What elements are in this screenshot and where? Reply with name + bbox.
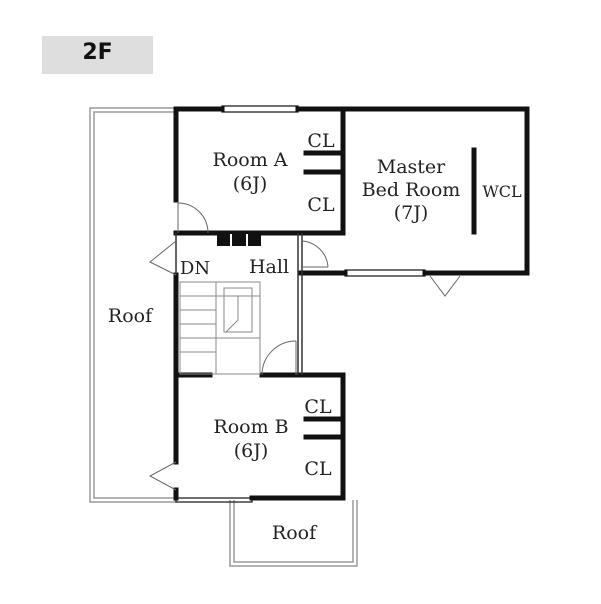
closet-a-top: CL <box>307 130 335 152</box>
walls <box>173 106 530 501</box>
room-b-size: (6J) <box>234 440 269 462</box>
hall-label: Hall <box>249 256 289 278</box>
master-name-line2: Bed Room <box>362 179 461 201</box>
hall-vent <box>217 234 261 246</box>
closet-a-bottom: CL <box>307 194 335 216</box>
wcl-label: WCL <box>482 182 522 201</box>
floor-label: 2F <box>82 40 113 65</box>
roof-left-outline <box>89 107 176 503</box>
closet-b-top: CL <box>304 396 332 418</box>
closet-b-bottom: CL <box>304 458 332 480</box>
room-b-name: Room B <box>213 416 288 438</box>
stairs-down-label: DN <box>180 258 210 279</box>
master-name-line1: Master <box>377 156 446 178</box>
room-a-size: (6J) <box>233 173 268 195</box>
stairs <box>179 281 261 375</box>
master-size: (7J) <box>394 202 429 224</box>
door-swings <box>148 202 461 491</box>
windows <box>175 105 426 503</box>
floor-tag: 2F <box>42 36 153 74</box>
thin-walls <box>175 233 303 375</box>
roof-bottom-outline <box>229 500 358 567</box>
roof-left-label: Roof <box>108 305 154 327</box>
room-a-name: Room A <box>213 149 288 171</box>
roof-bottom-label: Roof <box>272 522 318 544</box>
